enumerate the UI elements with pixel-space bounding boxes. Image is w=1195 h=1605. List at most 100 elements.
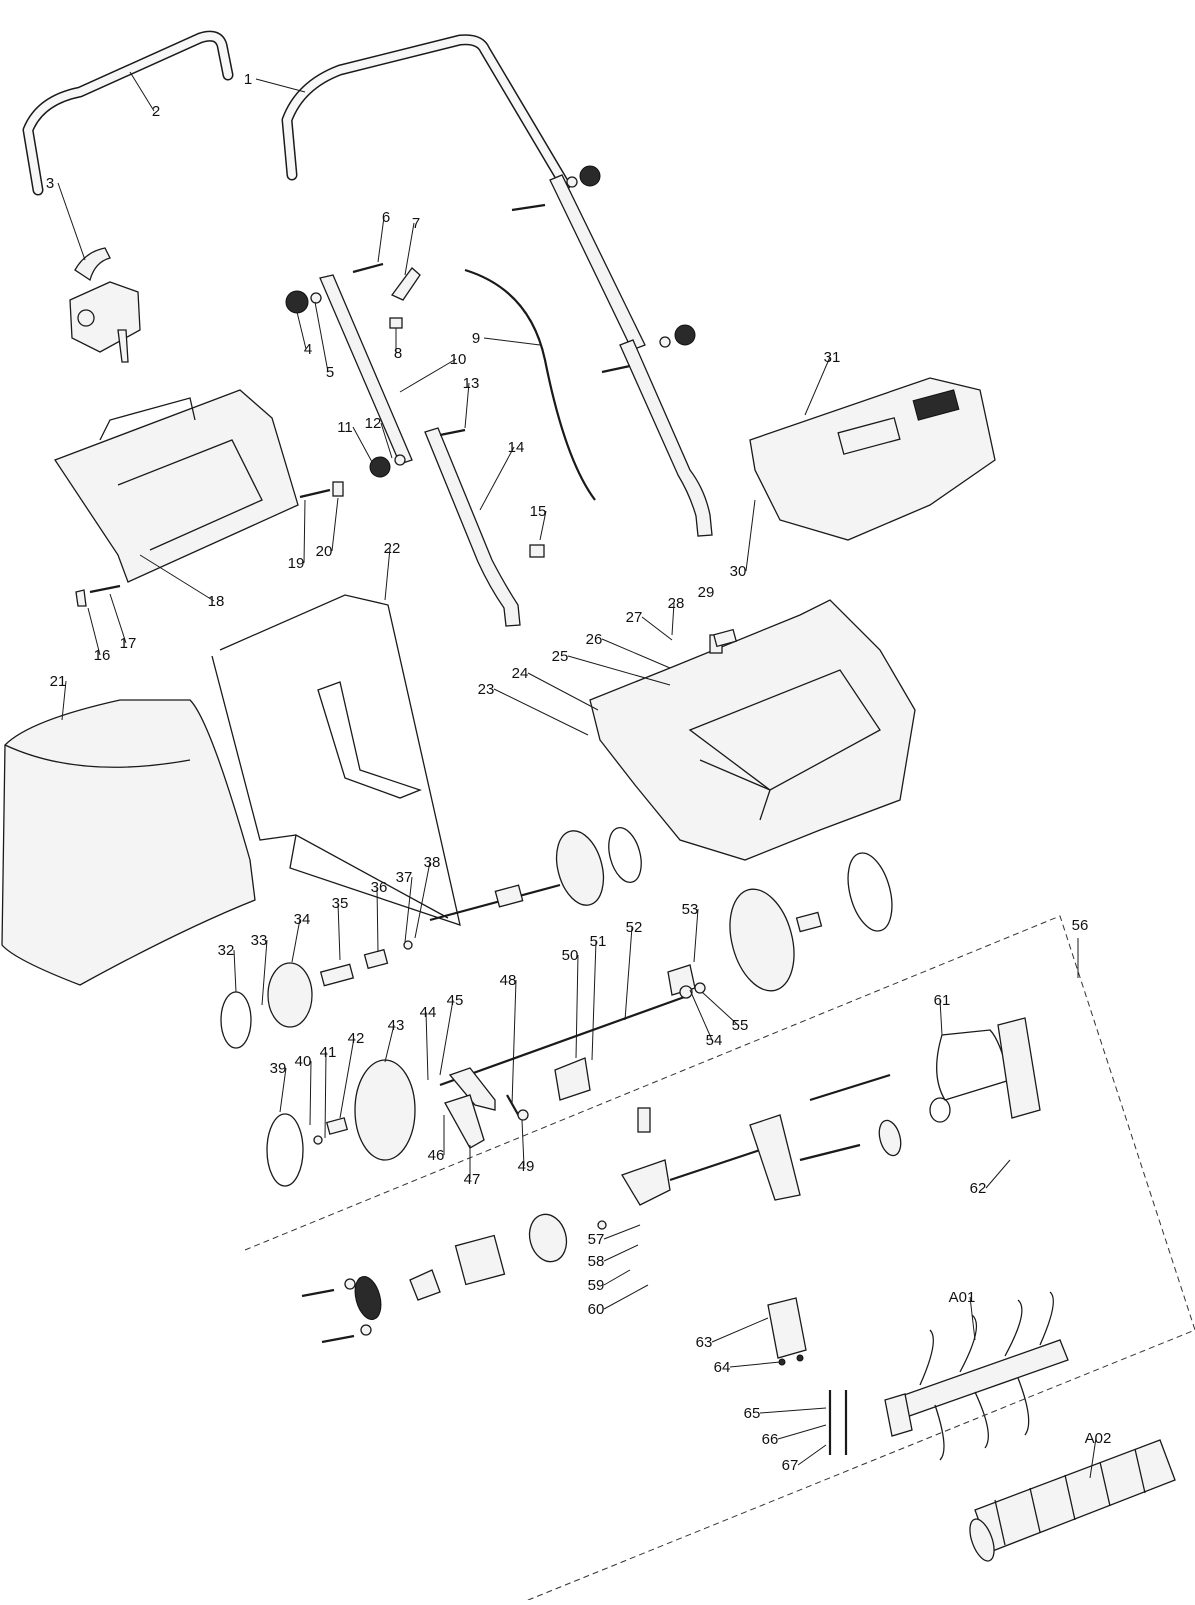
callout-67: 67: [782, 1457, 799, 1474]
callout-35: 35: [332, 895, 349, 912]
leader-line-23: [493, 688, 589, 736]
callout-48: 48: [500, 972, 517, 989]
leader-line-36: [376, 886, 379, 953]
callout-51: 51: [590, 933, 607, 950]
leader-line-21: [61, 680, 67, 721]
leader-line-A01: [969, 1296, 976, 1341]
callout-12: 12: [365, 415, 382, 432]
leader-line-38: [414, 861, 431, 939]
callout-65: 65: [744, 1405, 761, 1422]
callout-24: 24: [512, 665, 529, 682]
leader-line-22: [384, 547, 391, 601]
callout-59: 59: [588, 1277, 605, 1294]
leader-line-2: [129, 71, 155, 112]
callout-16: 16: [94, 647, 111, 664]
callout-18: 18: [208, 593, 225, 610]
leader-line-1: [255, 78, 306, 93]
leader-line-7: [404, 222, 415, 276]
lower-handle-left: [319, 274, 413, 465]
callout-9: 9: [472, 330, 480, 347]
leader-line-39: [279, 1067, 287, 1113]
leader-line-62: [985, 1159, 1011, 1189]
front-wheel-assembly: [220, 940, 416, 1187]
middle-handle-left: [424, 427, 521, 627]
callout-17: 17: [120, 635, 137, 652]
leader-line-41: [324, 1051, 327, 1139]
leader-line-58: [603, 1244, 639, 1262]
leader-line-28: [671, 602, 675, 636]
callout-64: 64: [714, 1359, 731, 1376]
spring-block: [767, 1297, 848, 1455]
leader-line-44: [425, 1011, 429, 1081]
leader-line-18: [139, 554, 215, 602]
callout-34: 34: [294, 911, 311, 928]
callout-44: 44: [420, 1004, 437, 1021]
callout-42: 42: [348, 1030, 365, 1047]
leader-line-45: [439, 999, 454, 1076]
leader-line-30: [745, 499, 756, 572]
callout-50: 50: [562, 947, 579, 964]
callout-38: 38: [424, 854, 441, 871]
leader-line-4: [296, 311, 307, 350]
callout-4: 4: [304, 341, 312, 358]
rear-flap: [54, 389, 299, 607]
callout-33: 33: [251, 932, 268, 949]
callout-19: 19: [288, 555, 305, 572]
handle-right: [549, 174, 713, 537]
motor-assembly: [301, 1017, 1041, 1344]
switch-box: [69, 247, 141, 363]
callout-3: 3: [46, 175, 54, 192]
leader-line-37: [404, 876, 413, 943]
callout-29: 29: [698, 584, 715, 601]
callout-49: 49: [518, 1158, 535, 1175]
callout-52: 52: [626, 919, 643, 936]
callout-63: 63: [696, 1334, 713, 1351]
leader-line-52: [624, 926, 633, 1021]
callout-30: 30: [730, 563, 747, 580]
callout-23: 23: [478, 681, 495, 698]
callout-8: 8: [394, 345, 402, 362]
callout-6: 6: [382, 209, 390, 226]
leader-line-24: [527, 672, 599, 711]
callout-66: 66: [762, 1431, 779, 1448]
grass-bag-frame: [211, 594, 461, 926]
callout-11: 11: [337, 419, 353, 436]
scarifier-roller: [969, 1439, 1176, 1562]
callout-5: 5: [326, 364, 334, 381]
deck-housing: [589, 599, 916, 861]
leader-line-50: [575, 954, 579, 1059]
callout-27: 27: [626, 609, 643, 626]
leader-line-17: [109, 593, 127, 644]
callout-13: 13: [463, 375, 480, 392]
leader-line-32: [233, 949, 237, 993]
callout-20: 20: [316, 543, 333, 560]
callout-60: 60: [588, 1301, 605, 1318]
leader-line-26: [601, 638, 671, 669]
leader-line-51: [591, 940, 597, 1061]
leader-line-12: [380, 422, 393, 459]
callout-41: 41: [320, 1044, 337, 1061]
callout-A02: A02: [1085, 1430, 1112, 1447]
callout-61: 61: [934, 992, 951, 1009]
callout-40: 40: [295, 1053, 312, 1070]
callout-46: 46: [428, 1147, 445, 1164]
callout-7: 7: [412, 215, 420, 232]
leader-line-49: [521, 1119, 525, 1167]
leader-line-33: [261, 939, 268, 1006]
leader-line-3: [57, 182, 86, 261]
callout-22: 22: [384, 540, 401, 557]
bowden-cable: [464, 268, 596, 501]
callout-14: 14: [508, 439, 525, 456]
leader-line-54: [689, 989, 713, 1041]
leader-line-16: [87, 607, 101, 656]
leader-line-10: [399, 358, 457, 393]
leader-line-19: [303, 499, 306, 564]
handle-grip-cover: [22, 30, 234, 196]
grass-bag: [1, 699, 256, 986]
callout-47: 47: [464, 1171, 481, 1188]
leader-line-13: [464, 382, 470, 429]
callout-39: 39: [270, 1060, 287, 1077]
leader-line-61: [939, 999, 943, 1036]
